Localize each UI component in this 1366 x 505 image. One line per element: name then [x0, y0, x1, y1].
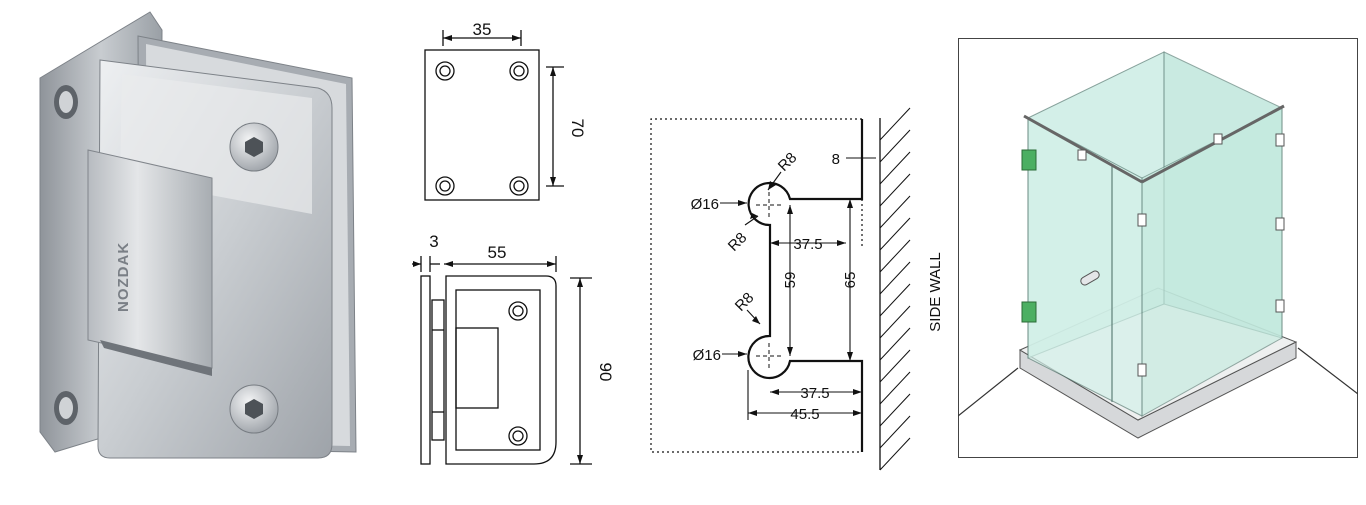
wall-hinge-bottom: [1021, 301, 1037, 323]
plate-width-label: 35: [473, 20, 492, 39]
wall-hinge-top: [1021, 149, 1037, 171]
side-width-label: 55: [488, 243, 507, 262]
hinge-illustration: NOZDAK: [39, 11, 357, 459]
side-wall-label: SIDE WALL: [927, 252, 944, 331]
wall-gap-label: 8: [832, 151, 840, 168]
enclosure-drawing: [957, 38, 1359, 458]
side-height-label: 90: [596, 363, 615, 382]
total-depth-label: 45.5: [790, 406, 819, 423]
hinge-photo: NOZDAK: [0, 0, 380, 500]
hole-top-label: Ø16: [691, 196, 719, 213]
plate-height-label: 70: [568, 119, 587, 138]
cutout-drawing: 8 Ø16 Ø16 R8 R8 R8 37.5 59 65 37.5 45.5 …: [640, 0, 960, 500]
inner-height-label: 59: [782, 272, 799, 289]
radius-low-label: R8: [732, 289, 758, 315]
plate-drawings: 35 70 3 55 90: [400, 0, 630, 500]
side-thickness-label: 3: [429, 232, 438, 251]
depth-top-label: 37.5: [793, 236, 822, 253]
outer-height-label: 65: [842, 272, 859, 289]
depth-bottom-label: 37.5: [800, 385, 829, 402]
radius-top-label: R8: [775, 149, 801, 175]
radius-mid-label: R8: [725, 229, 751, 255]
brand-mark: NOZDAK: [115, 242, 132, 312]
plate-technical-drawing: 35 70 3 55 90: [412, 20, 615, 465]
hole-bottom-label: Ø16: [693, 347, 721, 364]
cutout-technical-drawing: 8 Ø16 Ø16 R8 R8 R8 37.5 59 65 37.5 45.5 …: [650, 107, 944, 471]
shower-enclosure-illustration: [957, 38, 1359, 458]
